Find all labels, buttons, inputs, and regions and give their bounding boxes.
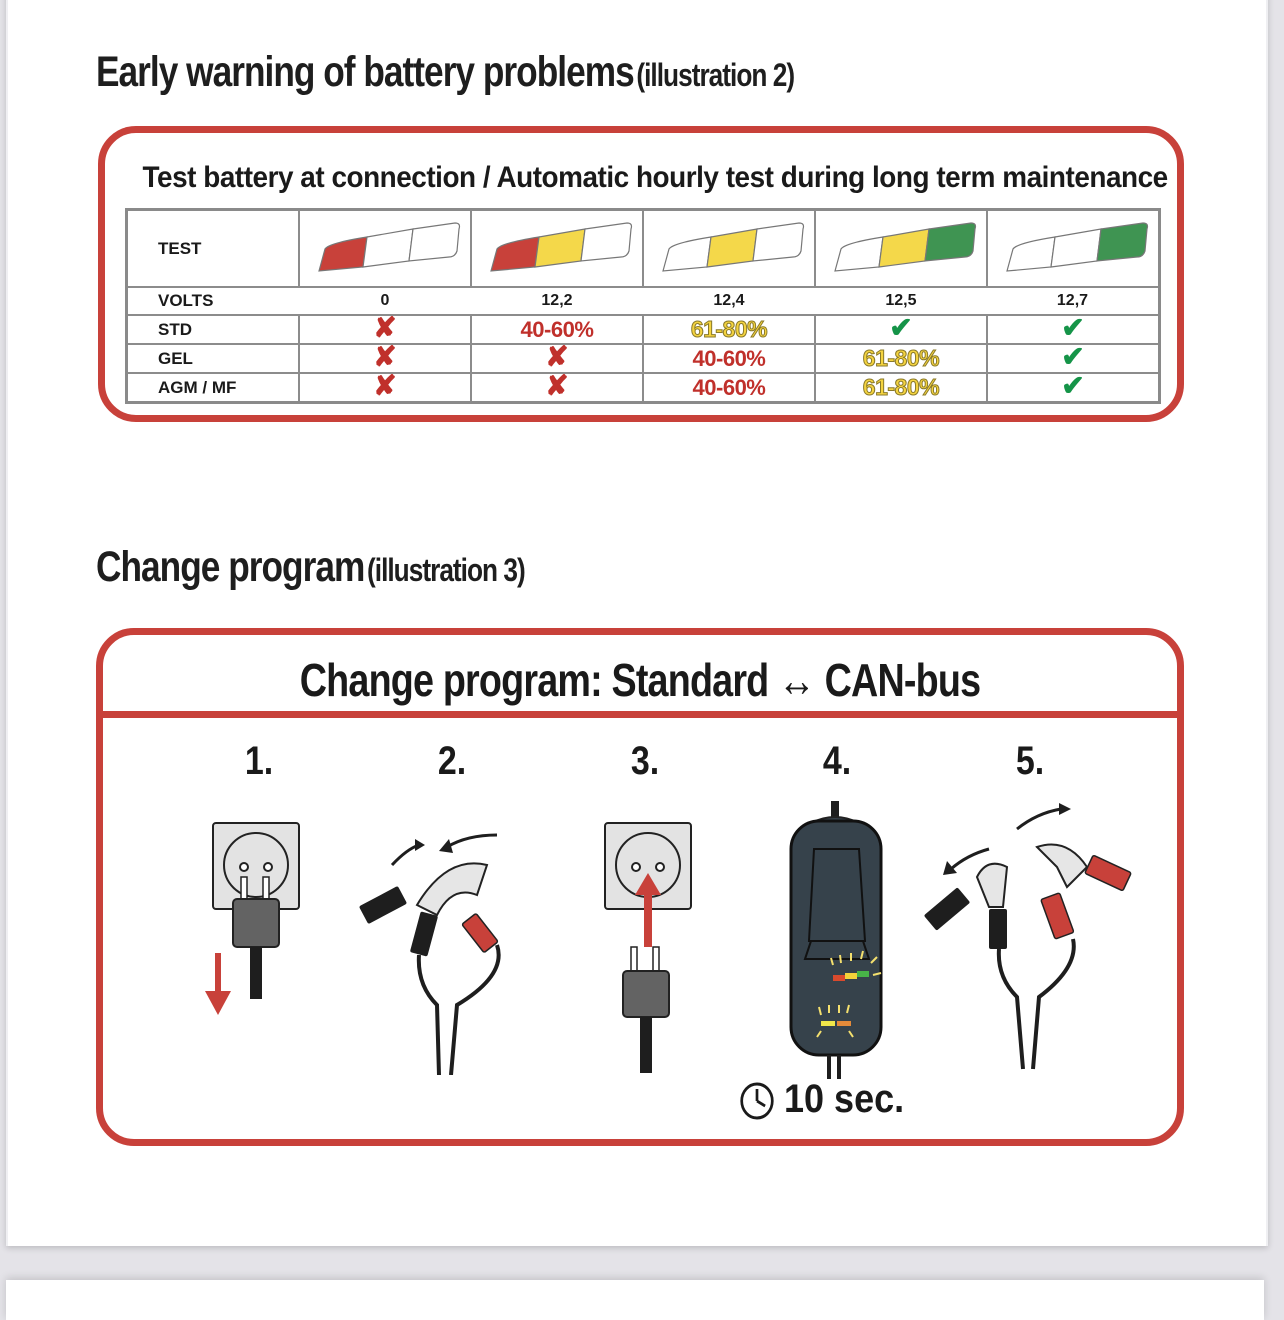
agm-mf-row: AGM / MF ✘ ✘ 40-60% 61-80% ✔ — [125, 370, 1161, 404]
volts-value: 12,7 — [986, 286, 1160, 316]
led-segment-off — [662, 236, 712, 272]
status-cell: ✔ — [813, 312, 988, 345]
volts-value: 0 — [299, 286, 471, 316]
timer-label: 10 sec. — [739, 1077, 904, 1122]
led-segment-off — [752, 222, 805, 262]
timer-text: 10 sec. — [784, 1077, 905, 1121]
step-number: 4. — [822, 739, 852, 783]
cross-icon: ✘ — [545, 341, 569, 372]
section-heading-battery-warning: Early warning of battery problems (illus… — [96, 48, 795, 97]
led-segment-off — [362, 228, 414, 268]
status-cell: ✘ — [469, 370, 644, 404]
status-cell: 61-80% — [641, 314, 816, 345]
led-indicator-icon — [834, 222, 977, 272]
led-segment-green — [1096, 222, 1149, 262]
cross-icon: ✘ — [373, 370, 397, 401]
led-segment-red — [490, 236, 540, 272]
next-document-page — [6, 1280, 1264, 1320]
panel-title: Test battery at connection / Automatic h… — [142, 161, 1169, 194]
led-segment-off — [1006, 236, 1056, 272]
volts-value: 12,5 — [814, 286, 987, 316]
step-number: 3. — [630, 739, 660, 783]
status-cell: ✔ — [985, 370, 1161, 404]
cross-icon: ✘ — [545, 370, 569, 401]
checkmark-icon: ✔ — [1061, 370, 1085, 401]
indicator-cell — [985, 208, 1161, 288]
led-indicator-icon — [490, 222, 633, 272]
status-cell: 40-60% — [641, 343, 816, 374]
status-cell: ✔ — [985, 312, 1161, 345]
led-indicator-icon — [662, 222, 805, 272]
volts-value: 12,2 — [470, 286, 643, 316]
led-segment-yellow — [706, 228, 758, 268]
checkmark-icon: ✔ — [1061, 341, 1085, 372]
cross-icon: ✘ — [373, 341, 397, 372]
step-number: 5. — [1015, 739, 1045, 783]
checkmark-icon: ✔ — [889, 312, 913, 343]
disconnect-clamps-icon — [924, 803, 1132, 1070]
charger-leds-flashing-icon — [789, 801, 883, 1079]
led-segment-off — [580, 222, 633, 262]
indicator-cell — [813, 208, 988, 288]
volts-row: VOLTS 0 12,2 12,4 12,5 12,7 — [126, 286, 1160, 316]
status-cell: 40-60% — [469, 314, 644, 345]
heading-main: Change program — [96, 543, 365, 591]
battery-test-table: TEST VOLTS 0 12,2 12,4 12,5 12,7 STD ✘40… — [125, 208, 1161, 404]
led-segment-yellow — [878, 228, 930, 268]
heading-sub: (illustration 2) — [636, 57, 795, 93]
checkmark-icon: ✔ — [1061, 312, 1085, 343]
status-cell: ✘ — [298, 341, 472, 374]
led-segment-red — [318, 236, 368, 272]
unplug-from-socket-icon — [205, 822, 300, 1015]
led-segment-green — [924, 222, 977, 262]
heading-main: Early warning of battery problems — [96, 48, 635, 96]
charge-level-medium: 61-80% — [862, 345, 940, 372]
charge-level-low: 40-60% — [692, 374, 766, 400]
led-segment-off — [408, 222, 461, 262]
panel-title: Change program: Standard ↔ CAN-bus — [299, 654, 981, 706]
connect-clamps-icon — [359, 833, 501, 1075]
row-label: TEST — [125, 208, 300, 288]
row-label: GEL — [125, 343, 300, 374]
step-number: 1. — [244, 739, 274, 783]
step-number: 2. — [437, 739, 467, 783]
heading-sub: (illustration 3) — [367, 552, 526, 588]
clock-icon — [740, 1082, 774, 1120]
std-row: STD ✘ 40-60% 61-80% ✔ ✔ — [125, 312, 1161, 345]
test-row: TEST — [125, 208, 1161, 288]
charge-level-medium: 61-80% — [690, 316, 768, 343]
status-cell: ✘ — [298, 370, 472, 404]
row-label: AGM / MF — [125, 372, 300, 404]
battery-test-panel: Test battery at connection / Automatic h… — [98, 126, 1184, 422]
status-cell: ✔ — [985, 341, 1161, 374]
led-segment-off — [834, 236, 884, 272]
gel-row: GEL ✘ ✘ 40-60% 61-80% ✔ — [125, 341, 1161, 374]
indicator-cell — [641, 208, 816, 288]
divider — [103, 711, 1177, 718]
led-indicator-icon — [318, 222, 461, 272]
status-cell: 40-60% — [641, 372, 816, 404]
charge-level-low: 40-60% — [692, 345, 766, 371]
plug-into-socket-icon — [604, 822, 692, 1073]
row-label: STD — [125, 314, 300, 345]
section-heading-change-program: Change program (illustration 3) — [96, 543, 526, 592]
status-cell: 61-80% — [813, 343, 988, 374]
charge-level-medium: 61-80% — [862, 374, 940, 401]
cross-icon: ✘ — [373, 312, 397, 343]
status-cell: ✘ — [298, 312, 472, 345]
volts-value: 12,4 — [642, 286, 815, 316]
led-segment-yellow — [534, 228, 586, 268]
charge-level-low: 40-60% — [520, 316, 594, 342]
status-cell: 61-80% — [813, 372, 988, 404]
status-cell: ✘ — [469, 341, 644, 374]
indicator-cell — [298, 208, 472, 288]
led-segment-off — [1050, 228, 1102, 268]
row-label: VOLTS — [126, 286, 299, 316]
led-indicator-icon — [1006, 222, 1149, 272]
indicator-cell — [469, 208, 644, 288]
change-program-panel: Change program: Standard ↔ CAN-bus 1. 2.… — [96, 628, 1184, 1146]
